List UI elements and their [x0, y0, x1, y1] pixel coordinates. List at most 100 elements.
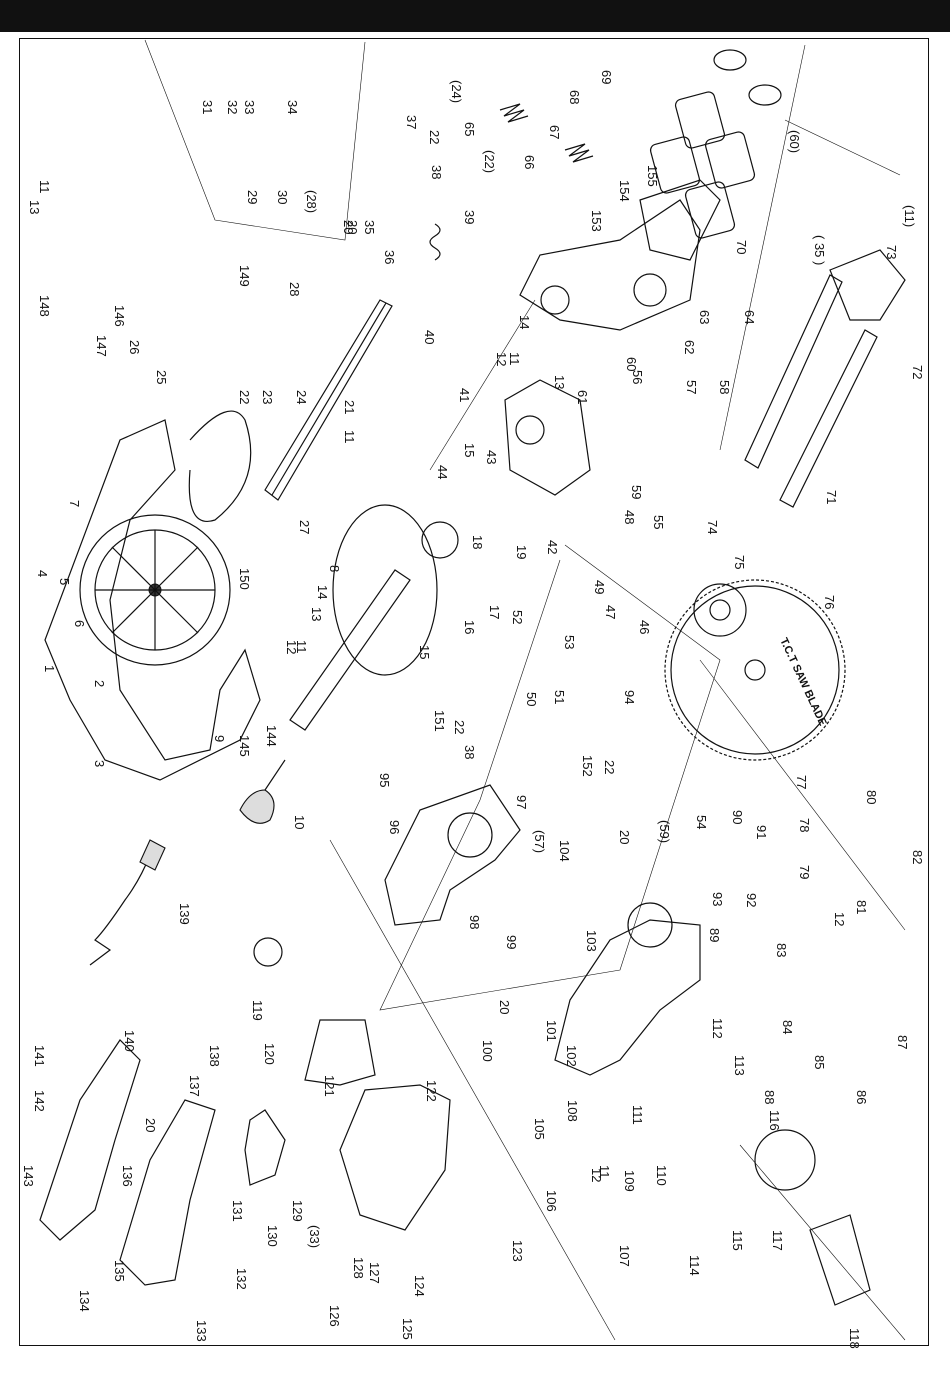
gear-case: [554, 902, 701, 1076]
part-label: 61: [575, 390, 590, 404]
part-label: 146: [112, 305, 127, 327]
part-label: 133: [194, 1320, 209, 1342]
part-label: 62: [682, 340, 697, 354]
armature: [754, 1129, 871, 1306]
part-label: 47: [603, 605, 618, 619]
part-label: 20: [345, 220, 360, 234]
part-label: 8: [327, 565, 342, 572]
part-label: 16: [462, 620, 477, 634]
part-label: 78: [797, 818, 812, 832]
part-label: 67: [547, 125, 562, 139]
part-label: 93: [710, 892, 725, 906]
part-label: 7: [67, 500, 82, 507]
part-label: 11: [294, 640, 309, 654]
part-label: (57): [532, 830, 547, 853]
part-label: 23: [260, 390, 275, 404]
part-label: 135: [112, 1260, 127, 1282]
part-label: 13: [27, 200, 42, 214]
part-label: 138: [207, 1045, 222, 1067]
part-label: 11: [37, 180, 52, 194]
part-label: 117: [770, 1230, 785, 1251]
part-label: 88: [762, 1090, 777, 1104]
header-bar: [0, 0, 950, 32]
part-label: 22: [237, 390, 252, 404]
part-label: 13: [552, 375, 567, 389]
part-label: 140: [122, 1030, 137, 1052]
part-label: 22: [452, 720, 467, 734]
part-label: 25: [154, 370, 169, 384]
part-label: 70: [734, 240, 749, 254]
part-label: 105: [532, 1118, 547, 1140]
part-label: 52: [510, 610, 525, 624]
part-label: 18: [470, 535, 485, 549]
rail-bushings: [649, 49, 782, 239]
part-label: 42: [545, 540, 560, 554]
part-label: 14: [517, 315, 532, 329]
base-table: [44, 419, 261, 781]
part-label: 56: [630, 370, 645, 384]
part-label: (33): [307, 1225, 322, 1248]
part-label: 60: [624, 357, 639, 371]
part-label: 46: [637, 620, 652, 634]
part-label: 32: [225, 100, 240, 114]
part-label: 35: [362, 220, 377, 234]
part-label: 11: [507, 352, 522, 366]
part-label: 94: [622, 690, 637, 704]
part-label: 97: [514, 795, 529, 809]
lower-guard: [384, 784, 521, 926]
part-label: (60): [787, 130, 802, 153]
part-label: 5: [57, 578, 72, 585]
part-label: 20: [497, 1000, 512, 1014]
part-label: 153: [589, 210, 604, 232]
part-label: 144: [264, 725, 279, 747]
part-label: 108: [565, 1100, 580, 1122]
upper-guard: [289, 504, 459, 731]
saw-blade: T.C.T SAW BLADE: [664, 579, 846, 761]
part-label: 142: [32, 1090, 47, 1112]
part-label: 38: [429, 165, 444, 179]
part-label: 87: [895, 1035, 910, 1049]
part-label: 29: [245, 190, 260, 204]
part-label: 40: [422, 330, 437, 344]
part-label: 124: [412, 1275, 427, 1297]
part-label: 120: [262, 1043, 277, 1065]
part-label: 129: [290, 1200, 305, 1222]
part-label: 3: [92, 760, 107, 767]
part-label: 1: [42, 665, 57, 672]
power-cord: [89, 839, 166, 966]
part-label: 150: [237, 568, 252, 590]
part-label: 11: [342, 430, 357, 444]
part-label: 77: [794, 775, 809, 789]
arm-housing: [519, 179, 721, 331]
springs: [429, 103, 594, 261]
part-label: 37: [404, 115, 419, 129]
part-label: (22): [482, 150, 497, 173]
part-label: 95: [377, 773, 392, 787]
part-label: 63: [697, 310, 712, 324]
part-label: 17: [487, 605, 502, 619]
outer-flange: [693, 583, 747, 637]
part-label: 154: [617, 180, 632, 202]
part-label: 51: [552, 690, 567, 704]
part-label: 113: [732, 1055, 747, 1076]
part-label: 64: [742, 310, 757, 324]
part-label: 81: [854, 900, 869, 914]
part-label: 130: [265, 1225, 280, 1247]
part-label: 15: [462, 443, 477, 457]
part-label: 43: [484, 450, 499, 464]
part-label: 139: [177, 903, 192, 925]
part-label: 11: [597, 1165, 612, 1179]
part-label: 128: [351, 1257, 366, 1279]
part-label: 41: [457, 388, 472, 402]
part-label: 19: [514, 545, 529, 559]
part-label: 13: [309, 607, 324, 621]
slide-rails: [744, 249, 906, 508]
part-label: 102: [564, 1045, 579, 1067]
part-label: 10: [292, 815, 307, 829]
part-label: (28): [304, 190, 319, 213]
part-label: 96: [387, 820, 402, 834]
motor-housing: [253, 937, 451, 1231]
part-label: 112: [710, 1018, 725, 1039]
handle-assembly: [39, 1039, 286, 1286]
part-label: 80: [864, 790, 879, 804]
